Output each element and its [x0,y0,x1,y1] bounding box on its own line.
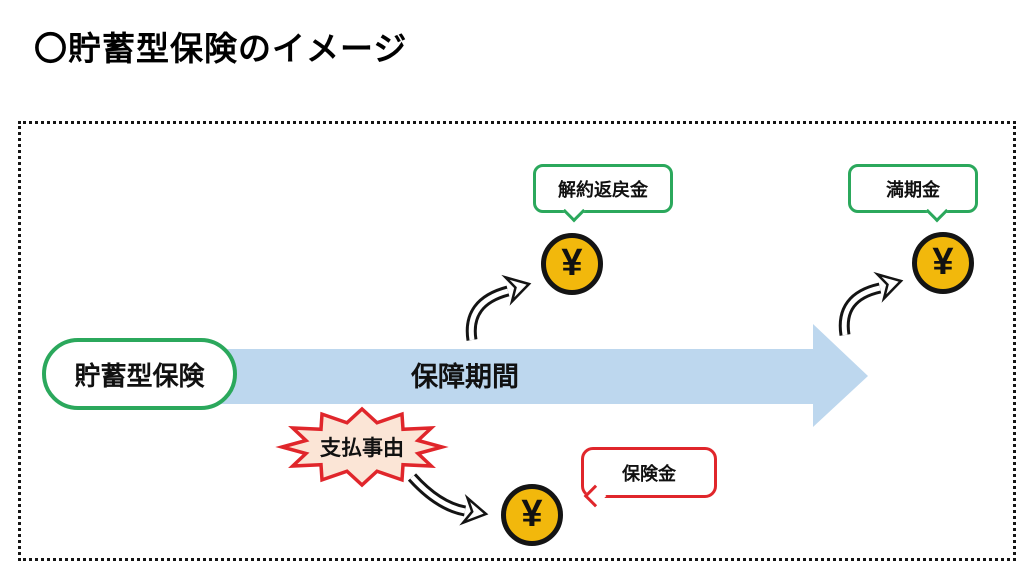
maturity-label: 満期金 [886,179,940,200]
diagram-frame [18,121,1016,561]
yen-coin-maturity: ¥ [912,232,974,294]
policy-type-label: 貯蓄型保険 [42,338,237,410]
curved-arrow-surrender [465,274,532,341]
surrender-value-bubble: 解約返戻金 [533,164,673,223]
yen-coin-payout: ¥ [501,484,563,546]
yen-coin-surrender: ¥ [541,233,603,295]
payment-event-label: 支払事由 [320,437,404,460]
payment-event-starburst [275,406,449,488]
curved-arrow-maturity [838,271,904,336]
maturity-bubble: 満期金 [848,164,978,223]
yen-icon: ¥ [932,241,954,283]
timeline-arrow [150,324,868,427]
insurance-payout-label: 保険金 [622,463,676,484]
yen-icon: ¥ [521,493,543,535]
page-title: 〇貯蓄型保険のイメージ [34,30,408,67]
yen-icon: ¥ [561,242,583,284]
coverage-period-label: 保障期間 [411,361,519,392]
surrender-value-label: 解約返戻金 [558,179,648,200]
insurance-payout-bubble: 保険金 [581,447,717,508]
curved-arrow-payout [407,473,489,526]
